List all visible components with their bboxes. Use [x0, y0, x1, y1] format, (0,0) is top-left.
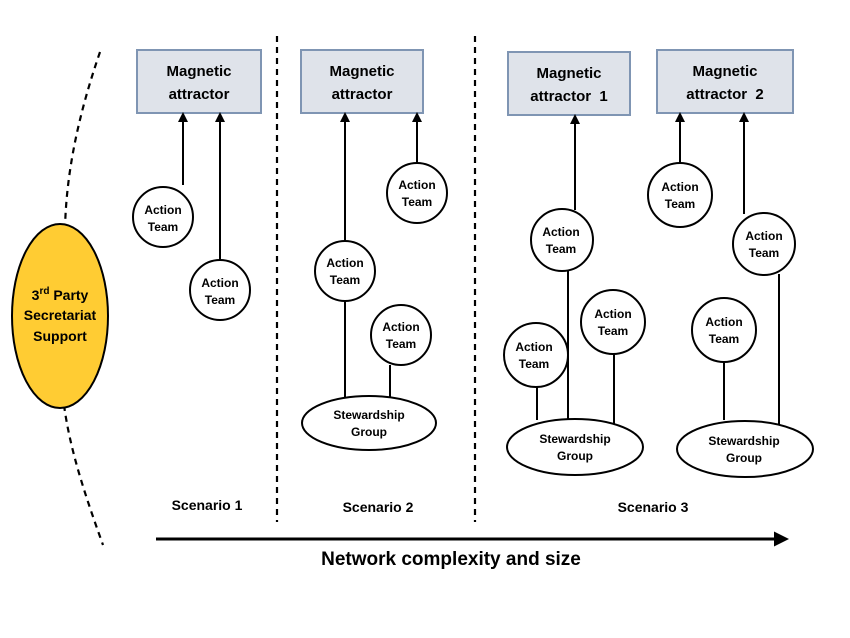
action-team-label: Action: [745, 229, 782, 243]
axis-label: Network complexity and size: [321, 549, 581, 570]
attractor-line2: attractor: [332, 86, 393, 103]
action-team-label: Team: [386, 337, 416, 351]
magnetic-attractor-2-box: [656, 49, 794, 114]
action-team-label: Team: [598, 324, 628, 338]
attractor-1-line2: attractor 1: [530, 88, 608, 105]
action-team-label: Team: [402, 195, 432, 209]
stewardship-label: Group: [726, 451, 762, 465]
action-team-label: Action: [515, 340, 552, 354]
action-team-label: Action: [594, 307, 631, 321]
stewardship-label: Group: [351, 425, 387, 439]
stewardship-label: Stewardship: [539, 432, 610, 446]
magnetic-attractor-1-box: [507, 51, 631, 116]
action-team-label: Team: [330, 273, 360, 287]
action-team-label: Action: [542, 225, 579, 239]
scenario-2: Magnetic attractor Action Team Action Te…: [300, 49, 448, 515]
action-team-label: Team: [665, 197, 695, 211]
attractor-2-line2: attractor 2: [686, 86, 764, 103]
action-team-circle: [503, 322, 569, 388]
scenario-label: Scenario 1: [172, 497, 243, 513]
stewardship-group-ellipse: [506, 418, 644, 476]
action-team-circle: [189, 259, 251, 321]
scenario-3: Magnetic attractor 1 Magnetic attractor …: [503, 49, 814, 515]
action-team-label: Action: [201, 276, 238, 290]
action-team-circle: [370, 304, 432, 366]
secretariat-line1: 3rd Party: [32, 286, 89, 303]
action-team-circle: [732, 212, 796, 276]
action-team-circle: [386, 162, 448, 224]
action-team-circle: [580, 289, 646, 355]
stewardship-label: Stewardship: [708, 434, 779, 448]
attractor-line1: Magnetic: [329, 63, 394, 80]
secretariat-line3: Support: [33, 328, 87, 344]
scenario-1: Magnetic attractor Action Team Action Te…: [132, 49, 262, 513]
action-team-label: Action: [661, 180, 698, 194]
stewardship-label: Group: [557, 449, 593, 463]
action-team-circle: [314, 240, 376, 302]
attractor-line2: attractor: [169, 86, 230, 103]
action-team-label: Action: [382, 320, 419, 334]
action-team-label: Team: [519, 357, 549, 371]
action-team-label: Action: [326, 256, 363, 270]
action-team-circle: [530, 208, 594, 272]
action-team-label: Team: [205, 293, 235, 307]
action-team-circle: [691, 297, 757, 363]
scenario-label: Scenario 2: [343, 499, 414, 515]
action-team-label: Team: [546, 242, 576, 256]
secretariat-support: 3rd Party Secretariat Support: [11, 223, 109, 409]
action-team-circle: [647, 162, 713, 228]
attractor-1-line1: Magnetic: [536, 65, 601, 82]
stewardship-group-ellipse: [676, 420, 814, 478]
secretariat-line2: Secretariat: [24, 307, 97, 323]
secretariat-ellipse: [11, 223, 109, 409]
magnetic-attractor-box: [136, 49, 262, 114]
action-team-label: Action: [705, 315, 742, 329]
attractor-line1: Magnetic: [166, 63, 231, 80]
stewardship-group-ellipse: [301, 395, 437, 451]
magnetic-attractor-box: [300, 49, 424, 114]
secretariat-boundary-line: [62, 51, 105, 546]
action-team-label: Team: [148, 220, 178, 234]
attractor-2-line1: Magnetic: [692, 63, 757, 80]
stewardship-label: Stewardship: [333, 408, 404, 422]
action-team-label: Team: [749, 246, 779, 260]
action-team-label: Team: [709, 332, 739, 346]
action-team-circle: [132, 186, 194, 248]
action-team-label: Action: [144, 203, 181, 217]
action-team-label: Action: [398, 178, 435, 192]
scenario-label: Scenario 3: [618, 499, 689, 515]
